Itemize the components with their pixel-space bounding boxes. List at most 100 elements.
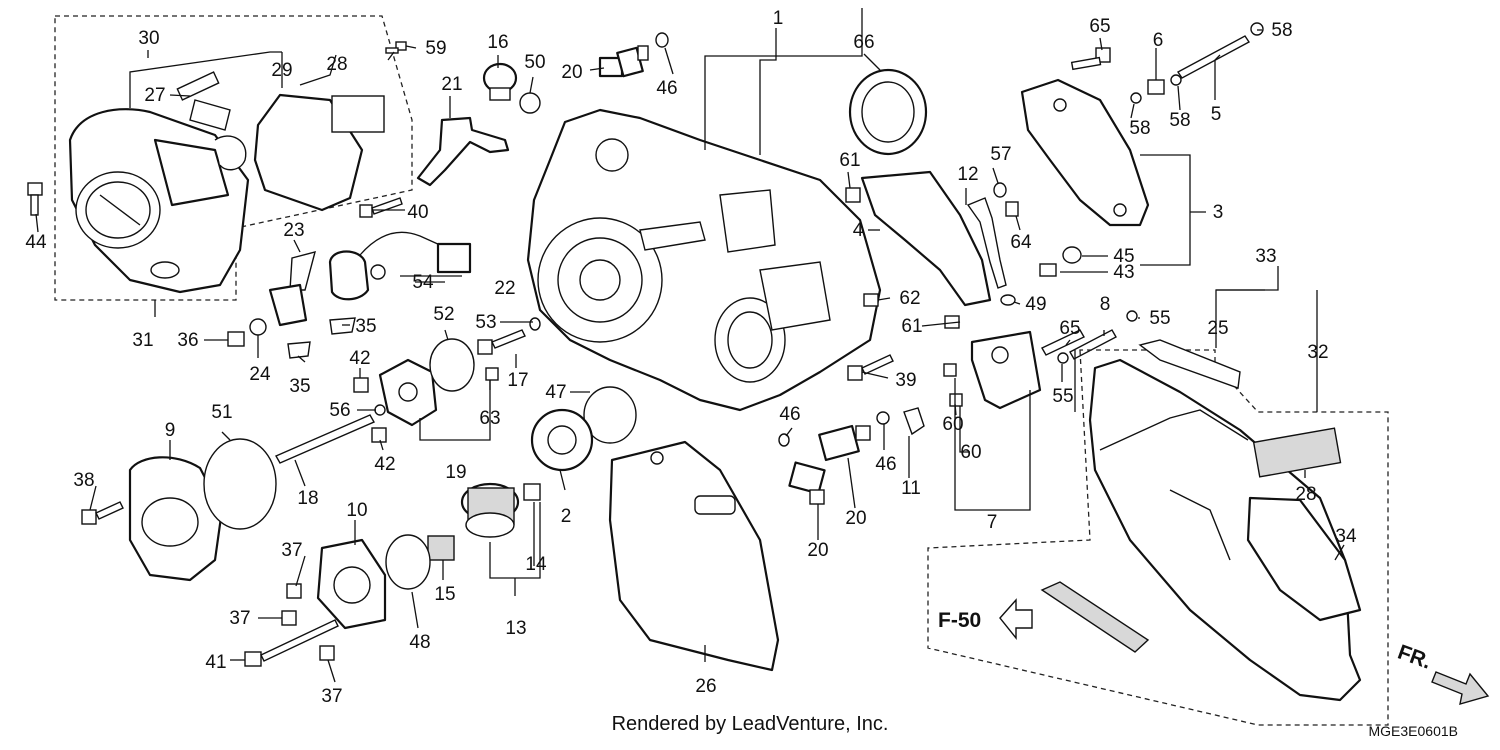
part-18-bolt (275, 414, 375, 464)
callout-54: 54 (412, 272, 434, 293)
part-41-bolt (244, 619, 339, 667)
part-4-plate (860, 170, 992, 307)
part-37a-bolt (286, 583, 302, 599)
callout-23: 23 (283, 220, 304, 241)
callout-28a: 28 (326, 54, 347, 75)
callout-15: 15 (434, 584, 455, 605)
part-17-bolt (477, 329, 526, 355)
part-10-cover (316, 538, 387, 630)
part-46b-washer (778, 433, 790, 447)
callout-34: 34 (1335, 526, 1357, 547)
part-57-washer (993, 182, 1007, 198)
part-37b-bolt (281, 610, 297, 626)
part-62-dowel (863, 293, 879, 307)
part-65a-bolt (1070, 47, 1111, 71)
callout-28b: 28 (1295, 484, 1316, 505)
part-31-left-cover (68, 108, 250, 294)
callout-46c: 46 (875, 454, 896, 475)
callout-58b: 58 (1129, 118, 1150, 139)
part-58c-washer (1170, 74, 1182, 86)
part-25-strip (1138, 339, 1241, 389)
callout-38: 38 (73, 470, 94, 491)
callout-64: 64 (1010, 232, 1032, 253)
callout-20c: 20 (807, 540, 828, 561)
diagram-code: MGE3E0601B (1369, 723, 1459, 739)
part-42b-bolt (371, 427, 387, 443)
callout-18: 18 (297, 488, 318, 509)
part-38-bolt (81, 501, 124, 525)
part-19-pump (378, 358, 438, 427)
part-63-dowel (485, 367, 499, 381)
callout-63: 63 (479, 408, 500, 429)
part-24-washer (249, 318, 267, 336)
callout-27: 27 (144, 85, 165, 106)
callout-50: 50 (524, 52, 545, 73)
part-50-oring (519, 92, 541, 114)
part-53-washer (529, 317, 541, 331)
callout-9: 9 (165, 420, 176, 441)
callout-12: 12 (957, 164, 978, 185)
callout-41: 41 (205, 652, 226, 673)
callout-46a: 46 (656, 78, 677, 99)
part-11-terminal (903, 407, 925, 436)
part-13-filter (460, 482, 520, 538)
part-16-cap (482, 62, 518, 101)
part-48-oring (385, 534, 431, 590)
callout-16: 16 (487, 32, 508, 53)
callout-17: 17 (507, 370, 528, 391)
part-46a-washer (655, 32, 669, 48)
part-5-bolt (1176, 35, 1251, 79)
part-22-sensor (328, 231, 472, 301)
callout-60b: 60 (960, 442, 981, 463)
cowl-group-outline (927, 349, 1389, 726)
part-52-oring (429, 338, 475, 392)
callout-33: 33 (1255, 246, 1276, 267)
callout-30: 30 (138, 28, 159, 49)
part-64-bolt (1005, 201, 1019, 217)
part-12-pipe (966, 197, 1007, 289)
part-21-bracket (416, 116, 510, 187)
callout-65a: 65 (1089, 16, 1110, 37)
callout-20a: 20 (561, 62, 582, 83)
callout-32: 32 (1307, 342, 1328, 363)
part-49-washer (1000, 294, 1016, 306)
part-15-spring (427, 535, 455, 561)
part-51-oring (203, 438, 277, 530)
callout-37a: 37 (281, 540, 302, 561)
part-55a-washer (1126, 310, 1138, 322)
callout-58a: 58 (1271, 20, 1292, 41)
callout-29: 29 (271, 60, 292, 81)
part-56-washer (374, 404, 386, 416)
callout-37b: 37 (229, 608, 250, 629)
part-1-crankcase-cover (526, 108, 882, 412)
callout-labels: 1 2 3 4 5 6 7 8 9 10 11 12 13 14 15 16 1… (25, 8, 1357, 707)
part-35a-clip (329, 317, 356, 335)
part-8-bolt (1069, 329, 1117, 360)
callout-2: 2 (561, 506, 572, 527)
callout-56: 56 (329, 400, 350, 421)
part-7-pump (970, 330, 1042, 410)
callout-62: 62 (899, 288, 920, 309)
ref-arrow-icon (999, 598, 1033, 640)
part-55b-washer (1057, 352, 1069, 364)
callout-45: 45 (1113, 246, 1134, 267)
callout-44: 44 (25, 232, 47, 253)
callout-55a: 55 (1149, 308, 1170, 329)
callout-61a: 61 (839, 150, 860, 171)
part-46c-washer (876, 411, 890, 425)
callout-22: 22 (494, 278, 515, 299)
part-34-panel (1246, 496, 1362, 622)
callout-57: 57 (990, 144, 1011, 165)
leader-lines (35, 8, 1345, 683)
part-40-bolt (359, 197, 403, 218)
part-6-fitting (1147, 79, 1165, 95)
part-61a-dowel (845, 187, 861, 203)
part-2-rotor (530, 408, 594, 472)
part-32-under-cowl (1088, 358, 1362, 702)
ref-label: F-50 (938, 609, 981, 632)
part-14-nut (523, 483, 541, 501)
callout-7: 7 (987, 512, 998, 533)
callout-20b: 20 (845, 508, 866, 529)
callout-58c: 58 (1169, 110, 1190, 131)
